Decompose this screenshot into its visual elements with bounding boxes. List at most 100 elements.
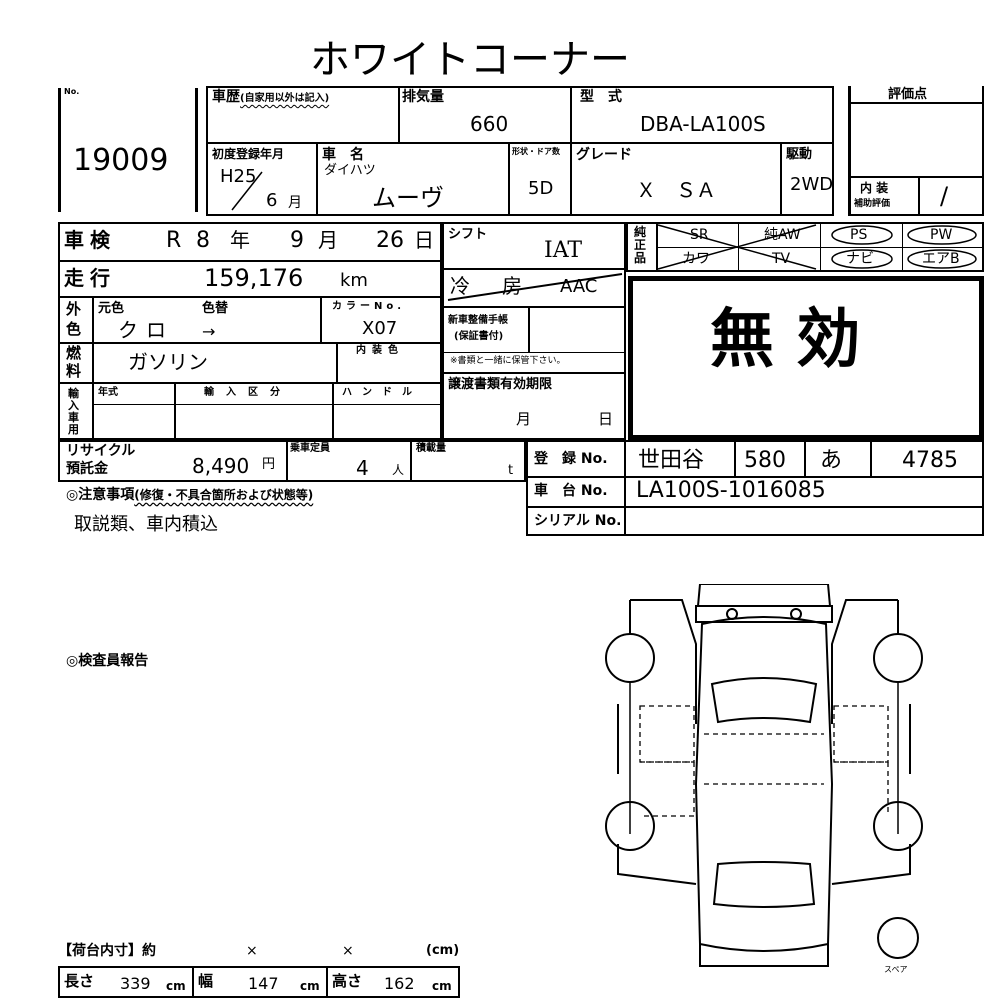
fuel-value: ガソリン xyxy=(128,350,208,374)
transfer-month-label: 月 xyxy=(516,410,532,428)
fuel-label-1: 燃 xyxy=(66,344,82,362)
repaint-value: → xyxy=(202,322,216,341)
mileage-value: 159,176 xyxy=(204,264,304,292)
capacity-label: 乗車定員 xyxy=(290,443,330,454)
ac-strike xyxy=(447,273,623,301)
drive-value: 2WD xyxy=(790,174,834,195)
chassis-value: LA100S-1016085 xyxy=(636,478,826,503)
spec-grid xyxy=(58,222,442,440)
maker-value: ダイハツ xyxy=(324,163,376,178)
chassis-label: 車 台 No. xyxy=(534,483,608,499)
reg-area: 世田谷 xyxy=(638,448,705,473)
caution-label: ◎注意事項(修復・不具合箇所および状態等) xyxy=(66,487,314,503)
inspection-era: R xyxy=(166,228,182,253)
equipment-strike-marks xyxy=(657,224,977,270)
car-body-outline xyxy=(617,584,911,967)
inspection-day: 26 xyxy=(376,228,404,253)
invalid-stamp-box xyxy=(628,276,984,440)
exterior-label-2: 色 xyxy=(66,320,82,338)
import-type-label: 輸入区分 xyxy=(204,387,292,398)
service-book-sub: (保証書付) xyxy=(454,331,504,342)
cargo-length-unit: cm xyxy=(166,979,186,993)
reg-class: 580 xyxy=(744,448,786,473)
equipment-label: 純正品 xyxy=(634,225,647,265)
reg-label: 登 録 No. xyxy=(534,451,608,467)
service-book-label: 新車整備手帳 xyxy=(448,315,508,326)
transfer-label: 譲渡書類有効期限 xyxy=(448,377,553,392)
serial-label: シリアル No. xyxy=(534,513,622,529)
exterior-label-1: 外 xyxy=(66,300,82,318)
displacement-value: 660 xyxy=(470,112,509,136)
interior-color-label: 内装色 xyxy=(356,345,404,356)
inspection-label: 車検 xyxy=(64,228,116,252)
car-name-value: ムーヴ xyxy=(372,184,444,212)
inspection-year-unit: 年 xyxy=(230,228,250,252)
capacity-value: 4 xyxy=(356,456,369,480)
grade-label: グレード xyxy=(576,147,632,163)
spare-label: スペア xyxy=(884,965,908,974)
date-slash xyxy=(231,171,263,211)
caution-text: 取説類、車内積込 xyxy=(74,514,218,535)
recycle-grid xyxy=(58,440,526,482)
car-name-label: 車 名 xyxy=(322,147,364,163)
cargo-length-label: 長さ xyxy=(64,972,95,990)
shape-label: 形状・ドア数 xyxy=(512,147,560,156)
fuel-label-2: 料 xyxy=(66,362,82,380)
doors-value: 5D xyxy=(528,178,554,199)
first-reg-month: 6 xyxy=(266,190,278,211)
history-label: 車歴(自家用以外は記入) xyxy=(212,89,330,105)
keep-note: ※書類と一緒に保管下さい。 xyxy=(450,356,566,366)
registration-grid xyxy=(526,440,984,536)
color-no-value: X07 xyxy=(362,318,398,339)
equip-navi: ナビ xyxy=(846,251,874,267)
first-reg-year: H25 xyxy=(220,166,257,187)
transfer-day-label: 日 xyxy=(598,410,614,428)
cargo-width-unit: cm xyxy=(300,979,320,993)
reg-kana: あ xyxy=(820,448,843,473)
model-value: DBA-LA100S xyxy=(640,112,766,136)
page-title: ホワイトコーナー xyxy=(310,37,630,83)
inspection-day-unit: 日 xyxy=(414,228,434,252)
cargo-grid xyxy=(58,966,460,998)
car-diagram xyxy=(605,584,923,967)
cargo-height-unit: cm xyxy=(432,979,452,993)
load-unit: t xyxy=(508,463,514,478)
import-year-label: 年式 xyxy=(98,387,118,398)
color-no-label: カラーNo. xyxy=(332,301,406,312)
cargo-x2: × xyxy=(342,943,354,959)
no-label: No. xyxy=(64,87,80,96)
cargo-length: 339 xyxy=(120,974,151,993)
shift-grid xyxy=(442,222,626,440)
cargo-width-label: 幅 xyxy=(198,972,214,990)
inspection-year: 8 xyxy=(196,228,210,253)
header-grid xyxy=(206,86,834,216)
cargo-x1: × xyxy=(246,943,258,959)
equip-ps: PS xyxy=(850,227,868,243)
cargo-height: 162 xyxy=(384,974,415,993)
handle-label: ハンドル xyxy=(342,387,422,398)
cargo-unit-note: (cm) xyxy=(426,943,460,958)
reg-number: 4785 xyxy=(902,448,958,473)
shift-value: IAT xyxy=(544,238,583,263)
first-reg-month-unit: 月 xyxy=(288,195,302,211)
inspection-month-unit: 月 xyxy=(318,228,338,252)
cargo-width: 147 xyxy=(248,974,279,993)
score-label: 評価点 xyxy=(888,87,928,102)
spare-tire xyxy=(877,917,919,959)
mileage-label: 走行 xyxy=(64,266,116,290)
recycle-label-1: リサイクル xyxy=(66,443,136,459)
equip-airbag: エアB xyxy=(922,251,960,267)
drive-label: 駆動 xyxy=(786,147,813,162)
capacity-unit: 人 xyxy=(392,463,405,477)
cargo-height-label: 高さ xyxy=(332,972,363,990)
door-dash-lines xyxy=(639,705,889,817)
shift-label: シフト xyxy=(448,227,488,242)
interior-label: 内 装 xyxy=(860,181,889,195)
mileage-unit: km xyxy=(340,270,368,291)
import-label: 輸入車用 xyxy=(68,387,79,436)
original-color-label: 元色 xyxy=(98,301,125,316)
invalid-stamp: 無 効 xyxy=(710,303,861,377)
original-color-value: クロ xyxy=(118,318,174,342)
inspection-month: 9 xyxy=(290,228,304,253)
recycle-yen: 円 xyxy=(262,457,276,472)
